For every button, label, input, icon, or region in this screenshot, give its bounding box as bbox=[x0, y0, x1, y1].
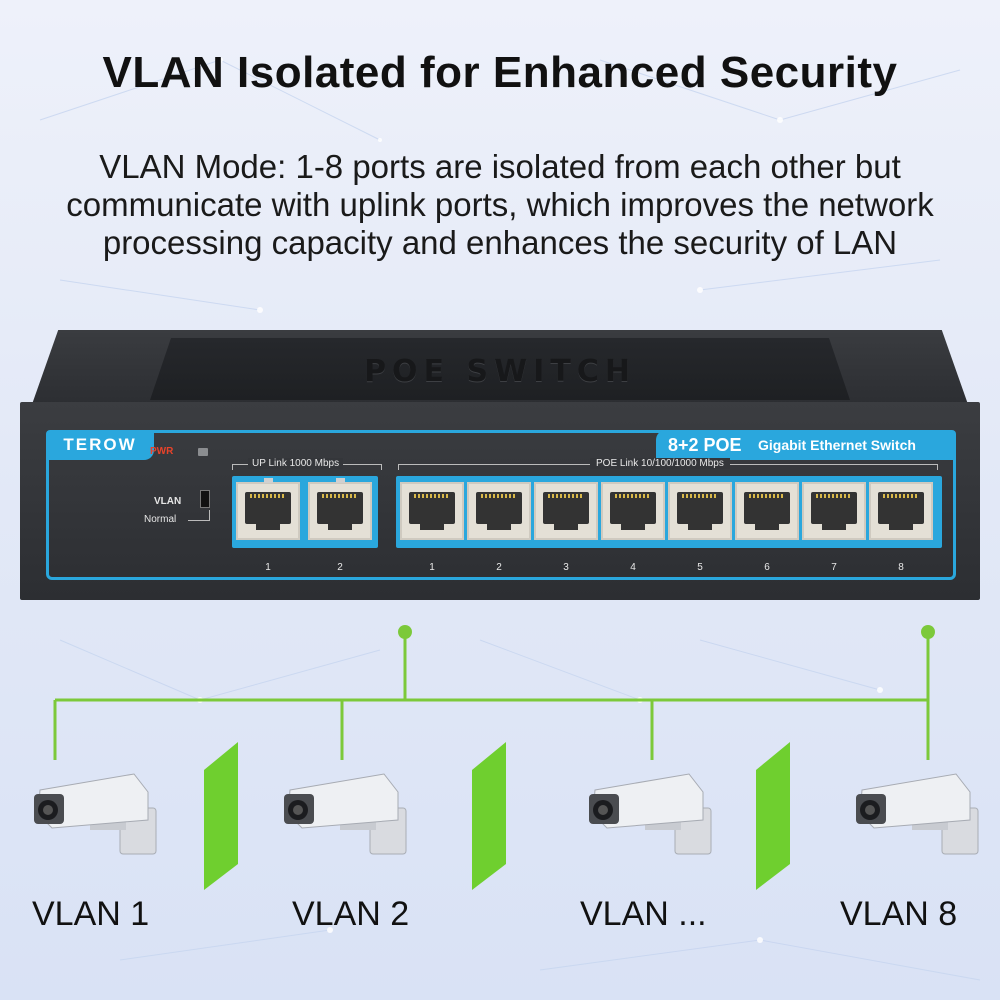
uplink-port-2[interactable] bbox=[308, 482, 372, 540]
poe-port-number: 4 bbox=[630, 562, 636, 573]
normal-pointer-line bbox=[188, 520, 210, 521]
poe-port-3[interactable] bbox=[534, 482, 598, 540]
poe-port-number: 8 bbox=[898, 562, 904, 573]
poe-port-number: 5 bbox=[697, 562, 703, 573]
uplink-led-2 bbox=[336, 478, 345, 483]
switch-top-panel: POE SWITCH bbox=[150, 338, 850, 400]
model-tag: 8+2 POE Gigabit Ethernet Switch bbox=[656, 430, 956, 460]
poe-port-number: 3 bbox=[563, 562, 569, 573]
switch-top-label: POE SWITCH bbox=[364, 354, 636, 389]
isolation-divider-3 bbox=[756, 742, 790, 890]
uplink-port-number: 1 bbox=[265, 562, 271, 573]
poe-port-5[interactable] bbox=[668, 482, 732, 540]
description-text: VLAN Mode: 1-8 ports are isolated from e… bbox=[66, 148, 934, 261]
switch-front-panel: TEROW 8+2 POE Gigabit Ethernet Switch PW… bbox=[20, 402, 980, 600]
vlan-mode-switch[interactable] bbox=[200, 490, 210, 508]
poe-port-number: 1 bbox=[429, 562, 435, 573]
security-camera-icon bbox=[856, 773, 979, 855]
poe-label: POE Link 10/100/1000 Mbps bbox=[590, 458, 730, 469]
vlan-label-1: VLAN 1 bbox=[32, 895, 150, 933]
uplink-label: UP Link 1000 Mbps bbox=[248, 458, 344, 469]
uplink-led-1 bbox=[264, 478, 273, 483]
front-blue-frame bbox=[46, 430, 956, 580]
vlan-label-3: VLAN ... bbox=[580, 895, 707, 933]
isolation-divider-1 bbox=[204, 742, 238, 890]
poe-port-4[interactable] bbox=[601, 482, 665, 540]
poe-port-8[interactable] bbox=[869, 482, 933, 540]
brand-logo: TEROW bbox=[46, 430, 154, 460]
security-camera-icon bbox=[589, 773, 712, 855]
poe-port-number: 6 bbox=[764, 562, 770, 573]
model-name: 8+2 POE bbox=[668, 435, 742, 455]
normal-pointer-vertical bbox=[209, 510, 210, 520]
model-description: Gigabit Ethernet Switch bbox=[758, 437, 916, 453]
poe-port-7[interactable] bbox=[802, 482, 866, 540]
poe-switch-device: POE SWITCH TEROW 8+2 POE Gigabit Etherne… bbox=[20, 330, 980, 600]
security-camera-icon bbox=[284, 773, 407, 855]
pwr-label: PWR bbox=[150, 446, 174, 457]
security-camera-icon bbox=[34, 773, 157, 855]
pwr-led bbox=[198, 448, 208, 456]
poe-port-number: 7 bbox=[831, 562, 837, 573]
isolation-divider-2 bbox=[472, 742, 506, 890]
uplink-port-number: 2 bbox=[337, 562, 343, 573]
vlan-label: VLAN bbox=[154, 496, 182, 507]
vlan-label-2: VLAN 2 bbox=[292, 895, 410, 933]
poe-port-number: 2 bbox=[496, 562, 502, 573]
uplink-port-1[interactable] bbox=[236, 482, 300, 540]
page-title: VLAN Isolated for Enhanced Security bbox=[102, 48, 898, 97]
poe-port-2[interactable] bbox=[467, 482, 531, 540]
switch-top-surface: POE SWITCH bbox=[30, 330, 970, 410]
vlan-label-8: VLAN 8 bbox=[840, 895, 958, 933]
poe-port-6[interactable] bbox=[735, 482, 799, 540]
normal-label: Normal bbox=[144, 514, 177, 525]
poe-port-1[interactable] bbox=[400, 482, 464, 540]
